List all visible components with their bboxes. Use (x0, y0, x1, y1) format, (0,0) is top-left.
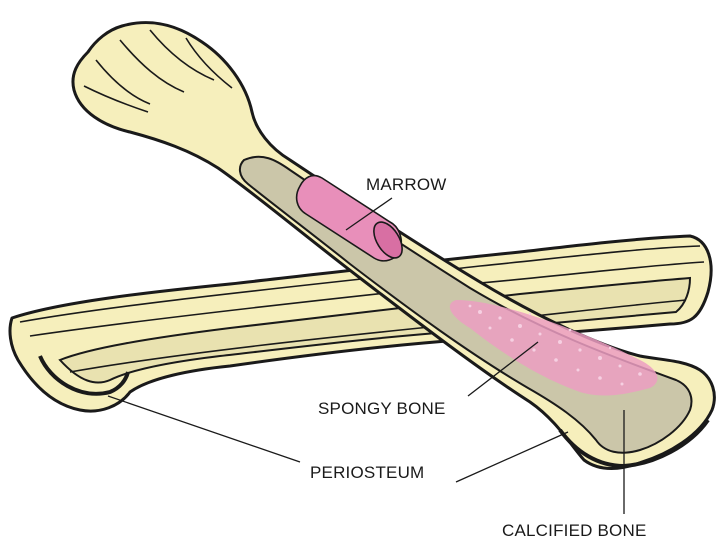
label-periosteum: PERIOSTEUM (310, 463, 424, 482)
label-calcified-bone: CALCIFIED BONE (502, 521, 647, 540)
periosteum-leader-left (108, 396, 300, 462)
label-marrow: MARROW (366, 175, 447, 194)
label-spongy-bone: SPONGY BONE (318, 399, 446, 418)
periosteum-leader-right (456, 432, 568, 482)
